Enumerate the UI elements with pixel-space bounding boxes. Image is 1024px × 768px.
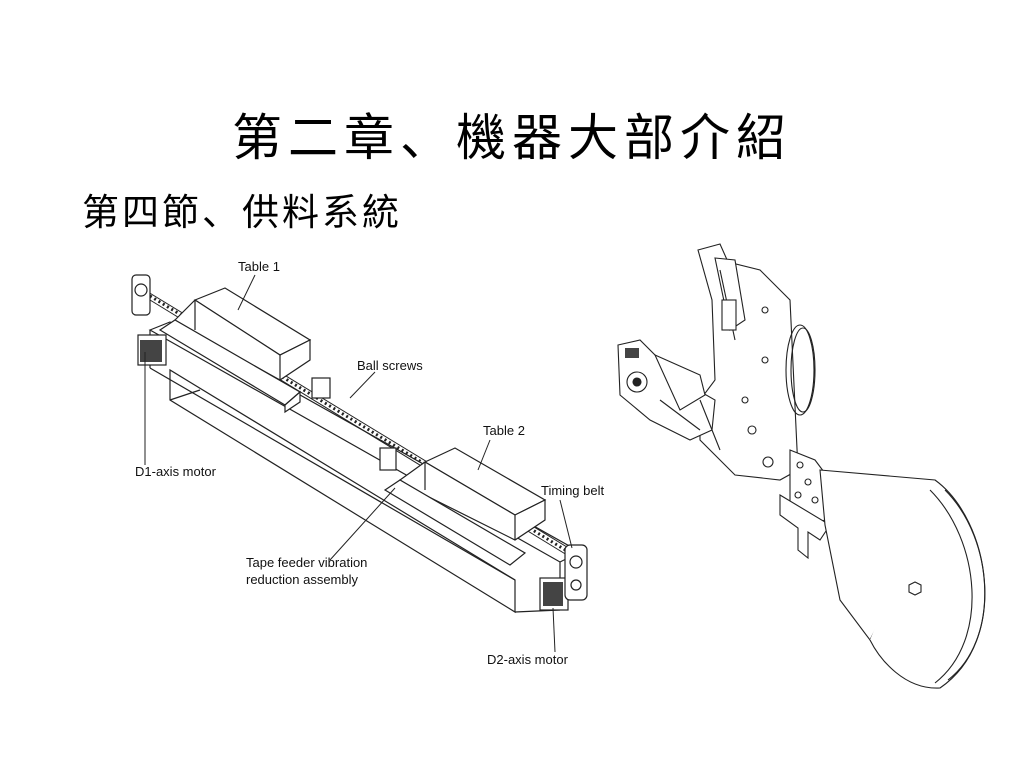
bearing-block xyxy=(311,377,397,471)
tape-feeder-figure xyxy=(617,243,986,689)
feeder-front-mechanism xyxy=(617,339,721,451)
table-2 xyxy=(383,447,547,566)
table-assembly-figure xyxy=(131,274,588,653)
feeder-mounting-plate xyxy=(697,243,799,481)
label-table-2: Table 2 xyxy=(483,423,525,438)
feeder-side-disk xyxy=(785,324,816,416)
label-vibration-line-2: reduction assembly xyxy=(246,572,358,587)
label-timing-belt: Timing belt xyxy=(541,483,604,498)
label-d2-axis-motor: D2-axis motor xyxy=(487,652,569,667)
label-table-1: Table 1 xyxy=(238,259,280,274)
d1-motor-block xyxy=(131,274,167,366)
label-d1-axis-motor: D1-axis motor xyxy=(135,464,217,479)
slide-subtitle: 第四節、供料系統 xyxy=(82,191,402,234)
tape-reel xyxy=(819,469,986,689)
leader-lines xyxy=(144,274,573,653)
label-vibration-line-1: Tape feeder vibration xyxy=(246,555,367,570)
table-1 xyxy=(158,287,312,414)
d2-motor-block xyxy=(539,544,588,611)
slide-title: 第二章、機器大部介紹 xyxy=(232,109,792,167)
label-ball-screws: Ball screws xyxy=(357,358,423,373)
